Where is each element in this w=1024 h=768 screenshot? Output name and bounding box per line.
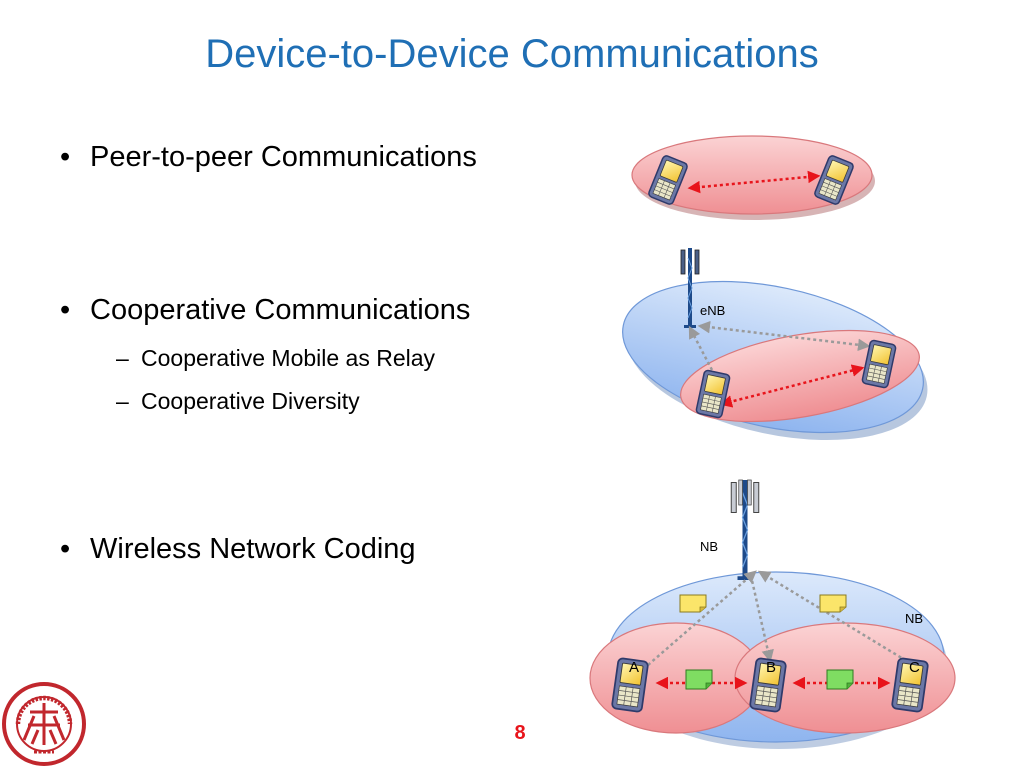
packet-icon	[819, 594, 847, 613]
coded-packet-icon	[826, 669, 854, 690]
bullet-dot: •	[60, 141, 71, 173]
phone-label-c: C	[909, 659, 920, 676]
sub-text: Cooperative Mobile as Relay	[141, 345, 436, 371]
broadcast-arrow-b	[749, 575, 774, 663]
diagram-network-coding: NB NB A B C	[589, 479, 956, 749]
relay-uplink-arrow	[688, 325, 714, 371]
phone-label-b: B	[766, 659, 776, 676]
diagram-cooperative: eNB	[622, 247, 928, 441]
d2d-link-arrow	[719, 364, 865, 408]
bullet-text: Wireless Network Coding	[90, 533, 416, 565]
enb-label: eNB	[700, 303, 725, 318]
sub-text: Cooperative Diversity	[141, 388, 360, 414]
logo-outer-ring	[2, 682, 86, 766]
logo-ring-lettering	[15, 695, 73, 725]
subbullet-diversity: –Cooperative Diversity	[116, 387, 360, 415]
coded-packet-icon	[685, 669, 713, 690]
sub-dash: –	[116, 345, 129, 371]
subbullet-relay: –Cooperative Mobile as Relay	[116, 344, 435, 372]
downlink-arrow	[697, 320, 871, 352]
phone-label-a: A	[629, 659, 639, 676]
bullet-cooperative: • Cooperative Communications	[60, 293, 470, 327]
bullet-text: Peer-to-peer Communications	[90, 141, 477, 173]
slide-title: Device-to-Device Communications	[205, 32, 819, 76]
university-logo	[2, 682, 86, 766]
bullet-peer-to-peer: • Peer-to-peer Communications	[60, 140, 477, 174]
bullet-text: Cooperative Communications	[90, 294, 471, 326]
cell-tower-icon	[730, 479, 760, 580]
nb-cell-label: NB	[905, 611, 923, 626]
bullet-network-coding: • Wireless Network Coding	[60, 532, 416, 566]
bullet-dot: •	[60, 294, 71, 326]
diagram-peer-to-peer	[631, 135, 875, 220]
bullet-dot: •	[60, 533, 71, 565]
packet-icon	[679, 594, 707, 613]
logo-emblem	[22, 703, 66, 745]
sub-dash: –	[116, 388, 129, 414]
nb-tower-label: NB	[700, 539, 718, 554]
page-number: 8	[514, 722, 526, 744]
uplink-arrow-c	[757, 570, 906, 662]
